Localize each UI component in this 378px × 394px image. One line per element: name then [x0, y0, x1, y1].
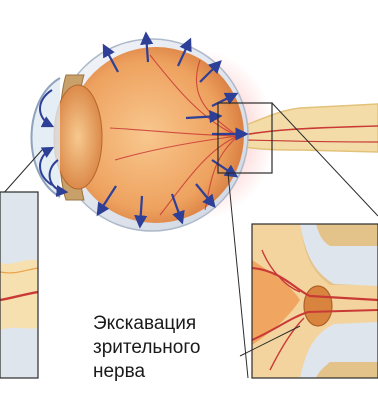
inset-right: [252, 224, 378, 378]
optic-cup: [304, 286, 332, 326]
inset-left: [0, 192, 38, 378]
caption-label: Экскавация зрительного нерва: [93, 312, 253, 384]
lens: [54, 85, 102, 189]
caption-line-2: зрительного: [93, 336, 253, 360]
leader-line-left: [2, 150, 42, 195]
caption-line-1: Экскавация: [93, 312, 253, 336]
caption-line-3: нерва: [93, 360, 253, 384]
